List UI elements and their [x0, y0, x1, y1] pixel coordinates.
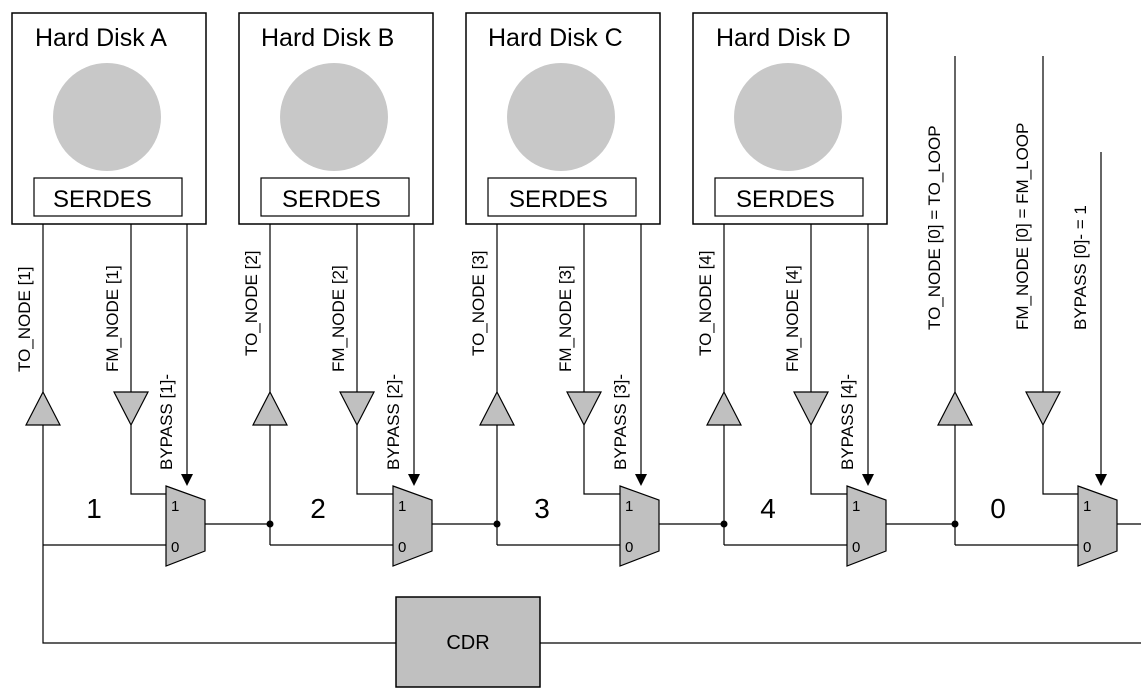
- to-node-2-label: TO_NODE [2]: [242, 251, 261, 357]
- hard-disk-a-title: Hard Disk A: [35, 24, 167, 52]
- mux-0: 1 0: [1077, 485, 1118, 567]
- fm-node-0-label: FM_NODE [0] = FM_LOOP: [1013, 123, 1032, 330]
- hard-disk-c-title: Hard Disk C: [488, 24, 623, 52]
- bypass-3-label: BYPASS [3]-: [611, 374, 630, 470]
- hard-disk-d-serdes: SERDES: [736, 186, 835, 213]
- hard-disk-d-title: Hard Disk D: [716, 24, 851, 52]
- mux-pin-1: 1: [171, 498, 179, 515]
- hard-disk-b-serdes: SERDES: [282, 186, 381, 213]
- hard-disk-d: Hard Disk D SERDES: [692, 12, 888, 225]
- bypass-4-label: BYPASS [4]-: [838, 374, 857, 470]
- mux-1: 1 0: [165, 485, 206, 567]
- mux-pin-1: 1: [625, 498, 633, 515]
- buffer-down-icon: [113, 391, 149, 427]
- buffers: [25, 390, 1061, 427]
- bypass-2-label: BYPASS [2]-: [384, 374, 403, 470]
- hard-disk-a: Hard Disk A SERDES: [11, 12, 207, 225]
- fm-node-3-label: FM_NODE [3]: [556, 265, 575, 372]
- hard-disk-c-serdes: SERDES: [509, 186, 608, 213]
- fm-node-4-label: FM_NODE [4]: [783, 265, 802, 372]
- mux-pin-0: 0: [398, 539, 406, 556]
- disk-platter-icon: [53, 63, 161, 171]
- buffer-down-icon: [793, 391, 829, 427]
- mux-pin-1: 1: [1083, 498, 1091, 515]
- junction-dots: [266, 520, 959, 528]
- to-node-0-label: TO_NODE [0] = TO_LOOP: [925, 125, 944, 330]
- arrow-down-icon: [1095, 474, 1107, 486]
- bypass-arrowheads: [181, 474, 1107, 486]
- disk-platter-icon: [280, 63, 388, 171]
- chain-wires: [42, 425, 1141, 644]
- to-node-4-label: TO_NODE [4]: [696, 251, 715, 357]
- to-node-1-label: TO_NODE [1]: [15, 267, 34, 373]
- mux-pin-0: 0: [852, 539, 860, 556]
- hard-disk-b: Hard Disk B SERDES: [238, 12, 434, 225]
- arrow-down-icon: [181, 474, 193, 486]
- buffer-up-icon: [706, 390, 742, 426]
- mux-2: 1 0: [392, 485, 433, 567]
- fm-node-1-label: FM_NODE [1]: [103, 265, 122, 372]
- node-number-0: 0: [990, 493, 1006, 524]
- mux-pin-0: 0: [1083, 539, 1091, 556]
- mux-pin-0: 0: [171, 539, 179, 556]
- cdr-block: CDR: [395, 596, 541, 688]
- buffer-down-icon: [566, 391, 602, 427]
- buffer-down-icon: [1025, 391, 1061, 427]
- bypass-1-label: BYPASS [1]-: [157, 374, 176, 470]
- disk-platter-icon: [734, 63, 842, 171]
- cdr-label: CDR: [446, 632, 489, 654]
- mux-3: 1 0: [619, 485, 660, 567]
- node-number-2: 2: [310, 493, 326, 524]
- hard-disk-b-title: Hard Disk B: [261, 24, 394, 52]
- hard-disk-c: Hard Disk C SERDES: [465, 12, 661, 225]
- node-number-3: 3: [534, 493, 550, 524]
- node-numbers: 1 2 3 4 0: [86, 493, 1006, 524]
- to-node-3-label: TO_NODE [3]: [469, 251, 488, 357]
- buffer-down-icon: [339, 391, 375, 427]
- buffer-up-icon: [252, 390, 288, 426]
- signal-labels: TO_NODE [1] FM_NODE [1] BYPASS [1]- TO_N…: [15, 123, 1090, 470]
- mux-4: 1 0: [846, 485, 887, 567]
- arrow-down-icon: [408, 474, 420, 486]
- buffer-up-icon: [25, 390, 61, 426]
- signal-wires: [42, 56, 1102, 474]
- arrow-down-icon: [635, 474, 647, 486]
- node-number-1: 1: [86, 493, 102, 524]
- node-number-4: 4: [760, 493, 776, 524]
- fm-node-2-label: FM_NODE [2]: [329, 265, 348, 372]
- mux-pin-1: 1: [398, 498, 406, 515]
- buffer-up-icon: [479, 390, 515, 426]
- arrow-down-icon: [862, 474, 874, 486]
- hard-disk-a-serdes: SERDES: [53, 186, 152, 213]
- mux-pin-0: 0: [625, 539, 633, 556]
- multiplexers: 1 0 1 0 1 0 1 0 1 0: [165, 485, 1118, 567]
- disk-platter-icon: [507, 63, 615, 171]
- mux-pin-1: 1: [852, 498, 860, 515]
- bypass-0-label: BYPASS [0]- = 1: [1071, 205, 1090, 330]
- buffer-up-icon: [937, 390, 973, 426]
